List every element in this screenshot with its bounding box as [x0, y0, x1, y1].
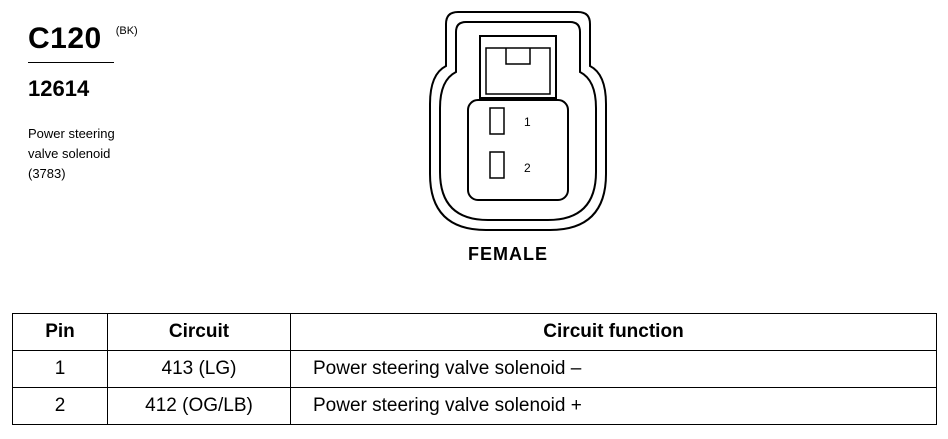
description-line: valve solenoid — [28, 146, 111, 161]
connector-latch — [479, 35, 557, 99]
pin-cavity-body — [467, 99, 569, 201]
table-row: 1 413 (LG) Power steering valve solenoid… — [12, 350, 937, 388]
table-row: 2 412 (OG/LB) Power steering valve solen… — [12, 387, 937, 425]
cell-circuit: 412 (OG/LB) — [107, 387, 291, 425]
connector-face-diagram: 1 2 — [429, 11, 607, 231]
connector-color-code: (BK) — [115, 25, 138, 37]
header-circuit: Circuit — [107, 313, 291, 351]
component-description: Power steering valve solenoid (3783) — [28, 124, 188, 184]
table-header-row: Pin Circuit Circuit function — [12, 313, 937, 351]
pin-2-label: 2 — [524, 161, 531, 175]
description-line: Power steering — [28, 126, 115, 141]
cell-circuit: 413 (LG) — [107, 350, 291, 388]
part-number: 12614 — [28, 76, 90, 101]
pin-1-label: 1 — [524, 115, 531, 129]
connector-inner-shell — [439, 21, 597, 221]
cell-pin: 1 — [12, 350, 108, 388]
connector-latch-tab — [505, 48, 531, 65]
description-line: (3783) — [28, 166, 66, 181]
pinout-table: Pin Circuit Circuit function 1 413 (LG) … — [12, 313, 937, 425]
title-divider — [28, 62, 114, 63]
connector-id: C120 (BK) — [28, 22, 138, 56]
connector-outer-shell — [429, 11, 607, 231]
pin-1-terminal — [489, 107, 505, 135]
cell-function: Power steering valve solenoid – — [290, 350, 937, 388]
connector-code: C120 — [28, 22, 102, 55]
connector-gender-label: FEMALE — [468, 244, 548, 264]
pin-2-terminal — [489, 151, 505, 179]
connector-latch-inner — [485, 47, 551, 95]
cell-function: Power steering valve solenoid + — [290, 387, 937, 425]
header-circuit-function: Circuit function — [290, 313, 937, 351]
cell-pin: 2 — [12, 387, 108, 425]
header-pin: Pin — [12, 313, 108, 351]
